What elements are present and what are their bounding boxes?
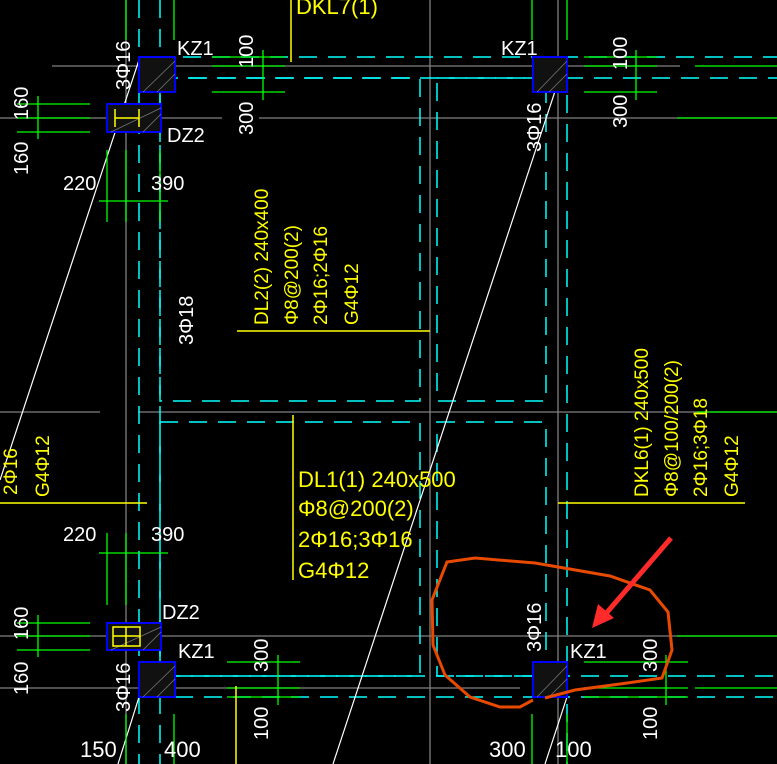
- dimension-text: 390: [151, 173, 184, 195]
- dl1-line: G4Φ12: [298, 558, 369, 583]
- kz1-label: KZ1: [501, 38, 538, 60]
- dl1-line: Φ8@200(2): [298, 496, 414, 521]
- dimension-text: 100: [236, 35, 258, 68]
- dkl6-line: G4Φ12: [722, 435, 743, 497]
- dimension-text: 390: [151, 524, 184, 546]
- dimension-text: 100: [251, 707, 273, 740]
- dimension-text: 300: [640, 639, 662, 672]
- left-beam-line: 2Φ16: [1, 448, 22, 495]
- dimension-text: 300: [251, 639, 273, 672]
- dl1-line: 2Φ16;3Φ16: [298, 527, 413, 552]
- kz1-label: KZ1: [178, 641, 215, 663]
- dz2-top-steel: [114, 109, 140, 127]
- dimension-text: 400: [164, 737, 201, 762]
- dimension-text: 300: [236, 102, 258, 135]
- dimension-text: 220: [63, 524, 96, 546]
- beam-label-dkl7: DKL7(1): [296, 0, 378, 19]
- dz2-label: DZ2: [162, 602, 200, 624]
- dl2-line: DL2(2) 240x400: [252, 189, 273, 325]
- dkl6-line: Φ8@100/200(2): [662, 360, 683, 497]
- dl2-line: G4Φ12: [342, 263, 363, 325]
- kz1-label: KZ1: [570, 641, 607, 663]
- red-arrow-icon: [592, 536, 673, 628]
- dimension-text: 160: [11, 607, 33, 640]
- dz2-bottom-steel: [112, 626, 141, 647]
- dimension-text: 220: [63, 173, 96, 195]
- column-kz1-top-right[interactable]: [532, 56, 568, 93]
- rebar-label: 3Φ16: [524, 603, 546, 652]
- markup-circle: [430, 556, 674, 709]
- dz2-label: DZ2: [167, 125, 205, 147]
- column-kz1-top-left[interactable]: [138, 56, 176, 93]
- rebar-label: 3Φ18: [176, 296, 198, 345]
- dkl6-line: 2Φ16;3Φ18: [691, 398, 712, 497]
- columns: [106, 56, 568, 698]
- dl2-line: 2Φ16;2Φ16: [311, 226, 332, 325]
- column-kz1-bottom-right[interactable]: [532, 661, 568, 698]
- dimension-text: 100: [640, 707, 662, 740]
- dl1-line: DL1(1) 240x500: [298, 467, 456, 492]
- dimension-lines: [17, 0, 777, 764]
- dimension-text: 100: [610, 37, 632, 70]
- dimension-text: 160: [11, 87, 33, 120]
- kz1-label: KZ1: [177, 38, 214, 60]
- dimension-text: 100: [555, 737, 592, 762]
- diagonal-lines: [0, 57, 568, 764]
- rebar-label: 3Φ16: [113, 663, 135, 712]
- dimension-text: 300: [610, 95, 632, 128]
- rebar-label: 3Φ16: [524, 103, 546, 152]
- left-beam-line: G4Φ12: [33, 435, 54, 497]
- column-kz1-bottom-left[interactable]: [138, 661, 176, 698]
- dimension-text: 160: [11, 662, 33, 695]
- dkl6-line: DKL6(1) 240x500: [632, 348, 653, 497]
- dimension-text: 150: [80, 737, 117, 762]
- leader-lines: [0, 0, 745, 764]
- rebar-label: 3Φ16: [113, 41, 135, 90]
- dimension-text: 160: [11, 142, 33, 175]
- dimension-text: 300: [489, 737, 526, 762]
- dl2-line: Φ8@200(2): [282, 225, 303, 325]
